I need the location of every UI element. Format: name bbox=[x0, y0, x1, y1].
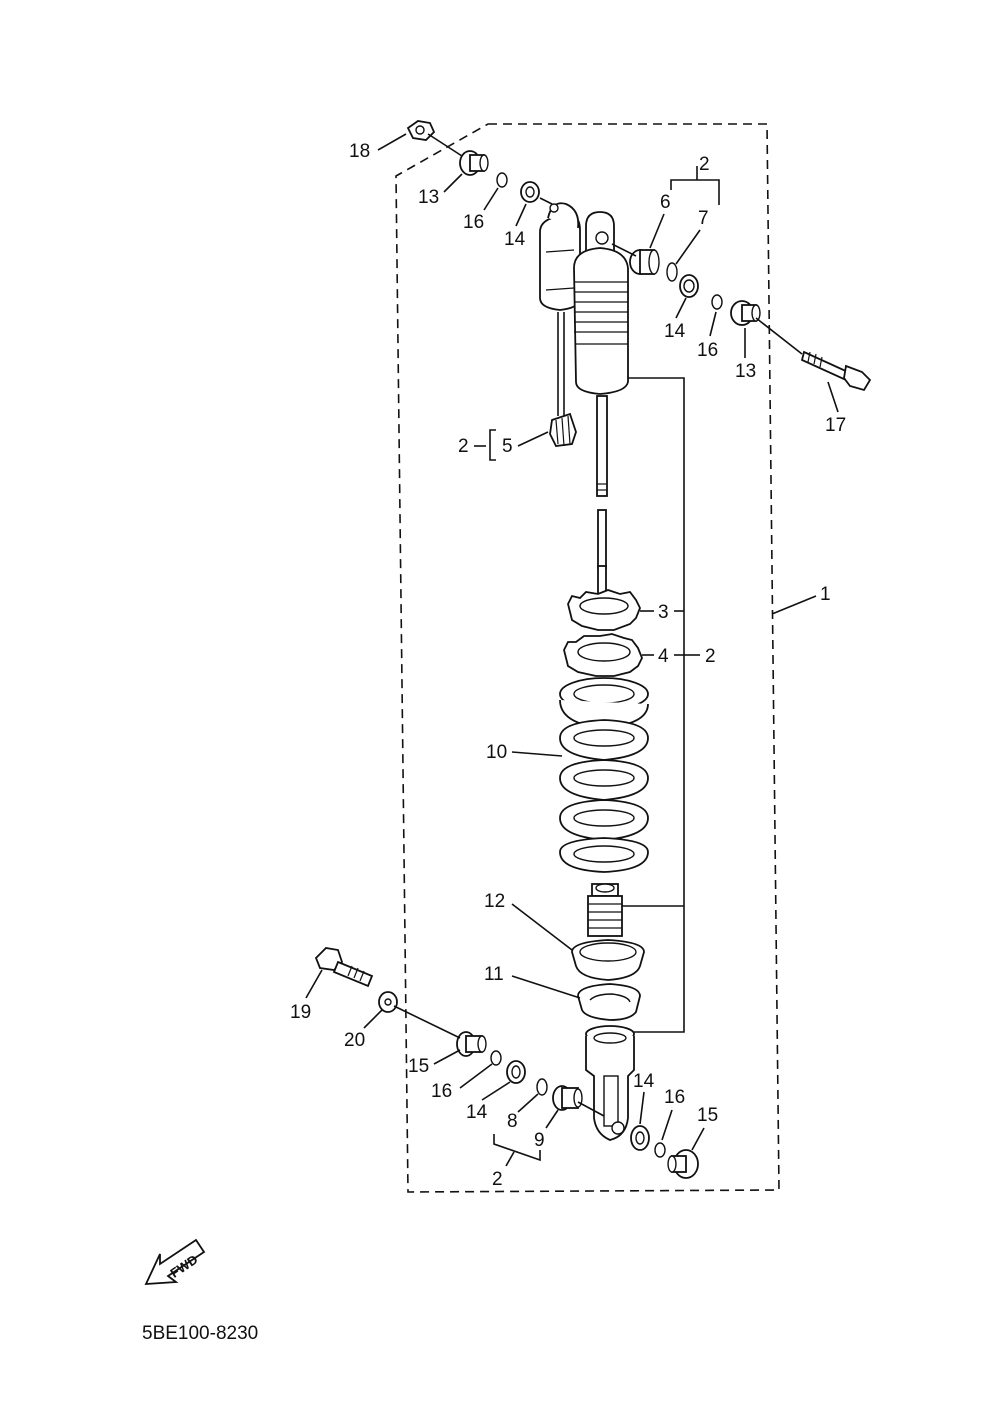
label-13-left: 13 bbox=[418, 187, 439, 208]
axis-line-top-left bbox=[427, 133, 463, 157]
part-16-circlip-right bbox=[711, 294, 723, 310]
part-reservoir bbox=[539, 202, 581, 416]
label-15-a: 15 bbox=[408, 1056, 429, 1077]
part-14-bearing-lower-left bbox=[506, 1060, 526, 1084]
label-19: 19 bbox=[290, 1002, 311, 1023]
label-10: 10 bbox=[486, 742, 507, 763]
label-14-c: 14 bbox=[466, 1102, 488, 1123]
axis-line-right-bolt bbox=[755, 317, 803, 355]
label-14-b: 14 bbox=[664, 321, 686, 342]
assembly-boundary bbox=[395, 123, 780, 1193]
part-4-adjuster-nut bbox=[563, 633, 643, 677]
part-7-circlip bbox=[666, 262, 678, 282]
part-shock-body bbox=[573, 211, 629, 497]
part-9-collar bbox=[552, 1085, 583, 1111]
label-16-a: 16 bbox=[463, 212, 484, 233]
label-8: 8 bbox=[507, 1111, 518, 1132]
part-lower-clevis bbox=[585, 1025, 635, 1141]
part-20-washer bbox=[378, 991, 398, 1013]
label-14-a: 14 bbox=[504, 229, 526, 250]
axis-line-top-right bbox=[611, 243, 637, 257]
part-11-retainer bbox=[577, 983, 641, 1021]
label-2-mid: 2 bbox=[705, 646, 716, 667]
part-6-collar bbox=[629, 249, 660, 275]
part-10-spring bbox=[559, 677, 649, 873]
part-14-bearing-left bbox=[520, 181, 540, 203]
subassembly-bracket bbox=[628, 377, 685, 1033]
part-15-collar-left bbox=[456, 1031, 487, 1057]
label-2-left: 2 bbox=[458, 436, 469, 457]
label-7: 7 bbox=[698, 208, 709, 229]
label-11: 11 bbox=[484, 964, 504, 985]
part-15-collar-right bbox=[667, 1149, 699, 1179]
part-13-collar-left bbox=[459, 150, 489, 176]
label-12: 12 bbox=[484, 891, 505, 912]
label-3: 3 bbox=[658, 602, 669, 623]
label-17: 17 bbox=[825, 415, 846, 436]
axis-line-bottom-left bbox=[393, 1005, 461, 1039]
fwd-arrow-icon: FWD bbox=[144, 1238, 206, 1285]
label-13-right: 13 bbox=[735, 361, 756, 382]
part-18-nut bbox=[406, 120, 436, 141]
label-2-bottom: 2 bbox=[492, 1169, 503, 1190]
part-8-circlip bbox=[536, 1078, 548, 1096]
label-16-b: 16 bbox=[697, 340, 718, 361]
drawing-code: 5BE100-8230 bbox=[142, 1323, 258, 1344]
label-18: 18 bbox=[349, 141, 370, 162]
label-2-top: 2 bbox=[699, 154, 710, 175]
part-12-spring-guide bbox=[571, 939, 645, 981]
part-5-adjuster bbox=[549, 412, 577, 447]
axis-line-bottom-mid bbox=[577, 1101, 605, 1117]
part-19-bolt bbox=[314, 947, 374, 988]
part-14-bearing-right bbox=[679, 274, 699, 298]
part-14-bearing-lower-right bbox=[630, 1125, 650, 1151]
part-3-locknut bbox=[567, 589, 641, 631]
label-4: 4 bbox=[658, 646, 669, 667]
label-1: 1 bbox=[820, 584, 831, 605]
part-16-circlip-lower-right bbox=[654, 1142, 666, 1158]
label-15-b: 15 bbox=[697, 1105, 718, 1126]
label-6: 6 bbox=[660, 192, 671, 213]
axis-line-top-mid bbox=[539, 197, 553, 205]
label-9: 9 bbox=[534, 1130, 545, 1151]
label-16-d: 16 bbox=[664, 1087, 685, 1108]
label-5: 5 bbox=[502, 436, 513, 457]
label-16-c: 16 bbox=[431, 1081, 452, 1102]
part-16-circlip-lower-left bbox=[490, 1050, 502, 1066]
part-bump-stop bbox=[587, 883, 623, 937]
label-20: 20 bbox=[344, 1030, 365, 1051]
label-14-d: 14 bbox=[633, 1071, 655, 1092]
part-rod-pin bbox=[597, 509, 607, 569]
part-16-circlip-left bbox=[496, 172, 508, 188]
part-17-bolt bbox=[800, 350, 872, 392]
part-13-collar-right bbox=[730, 300, 761, 326]
